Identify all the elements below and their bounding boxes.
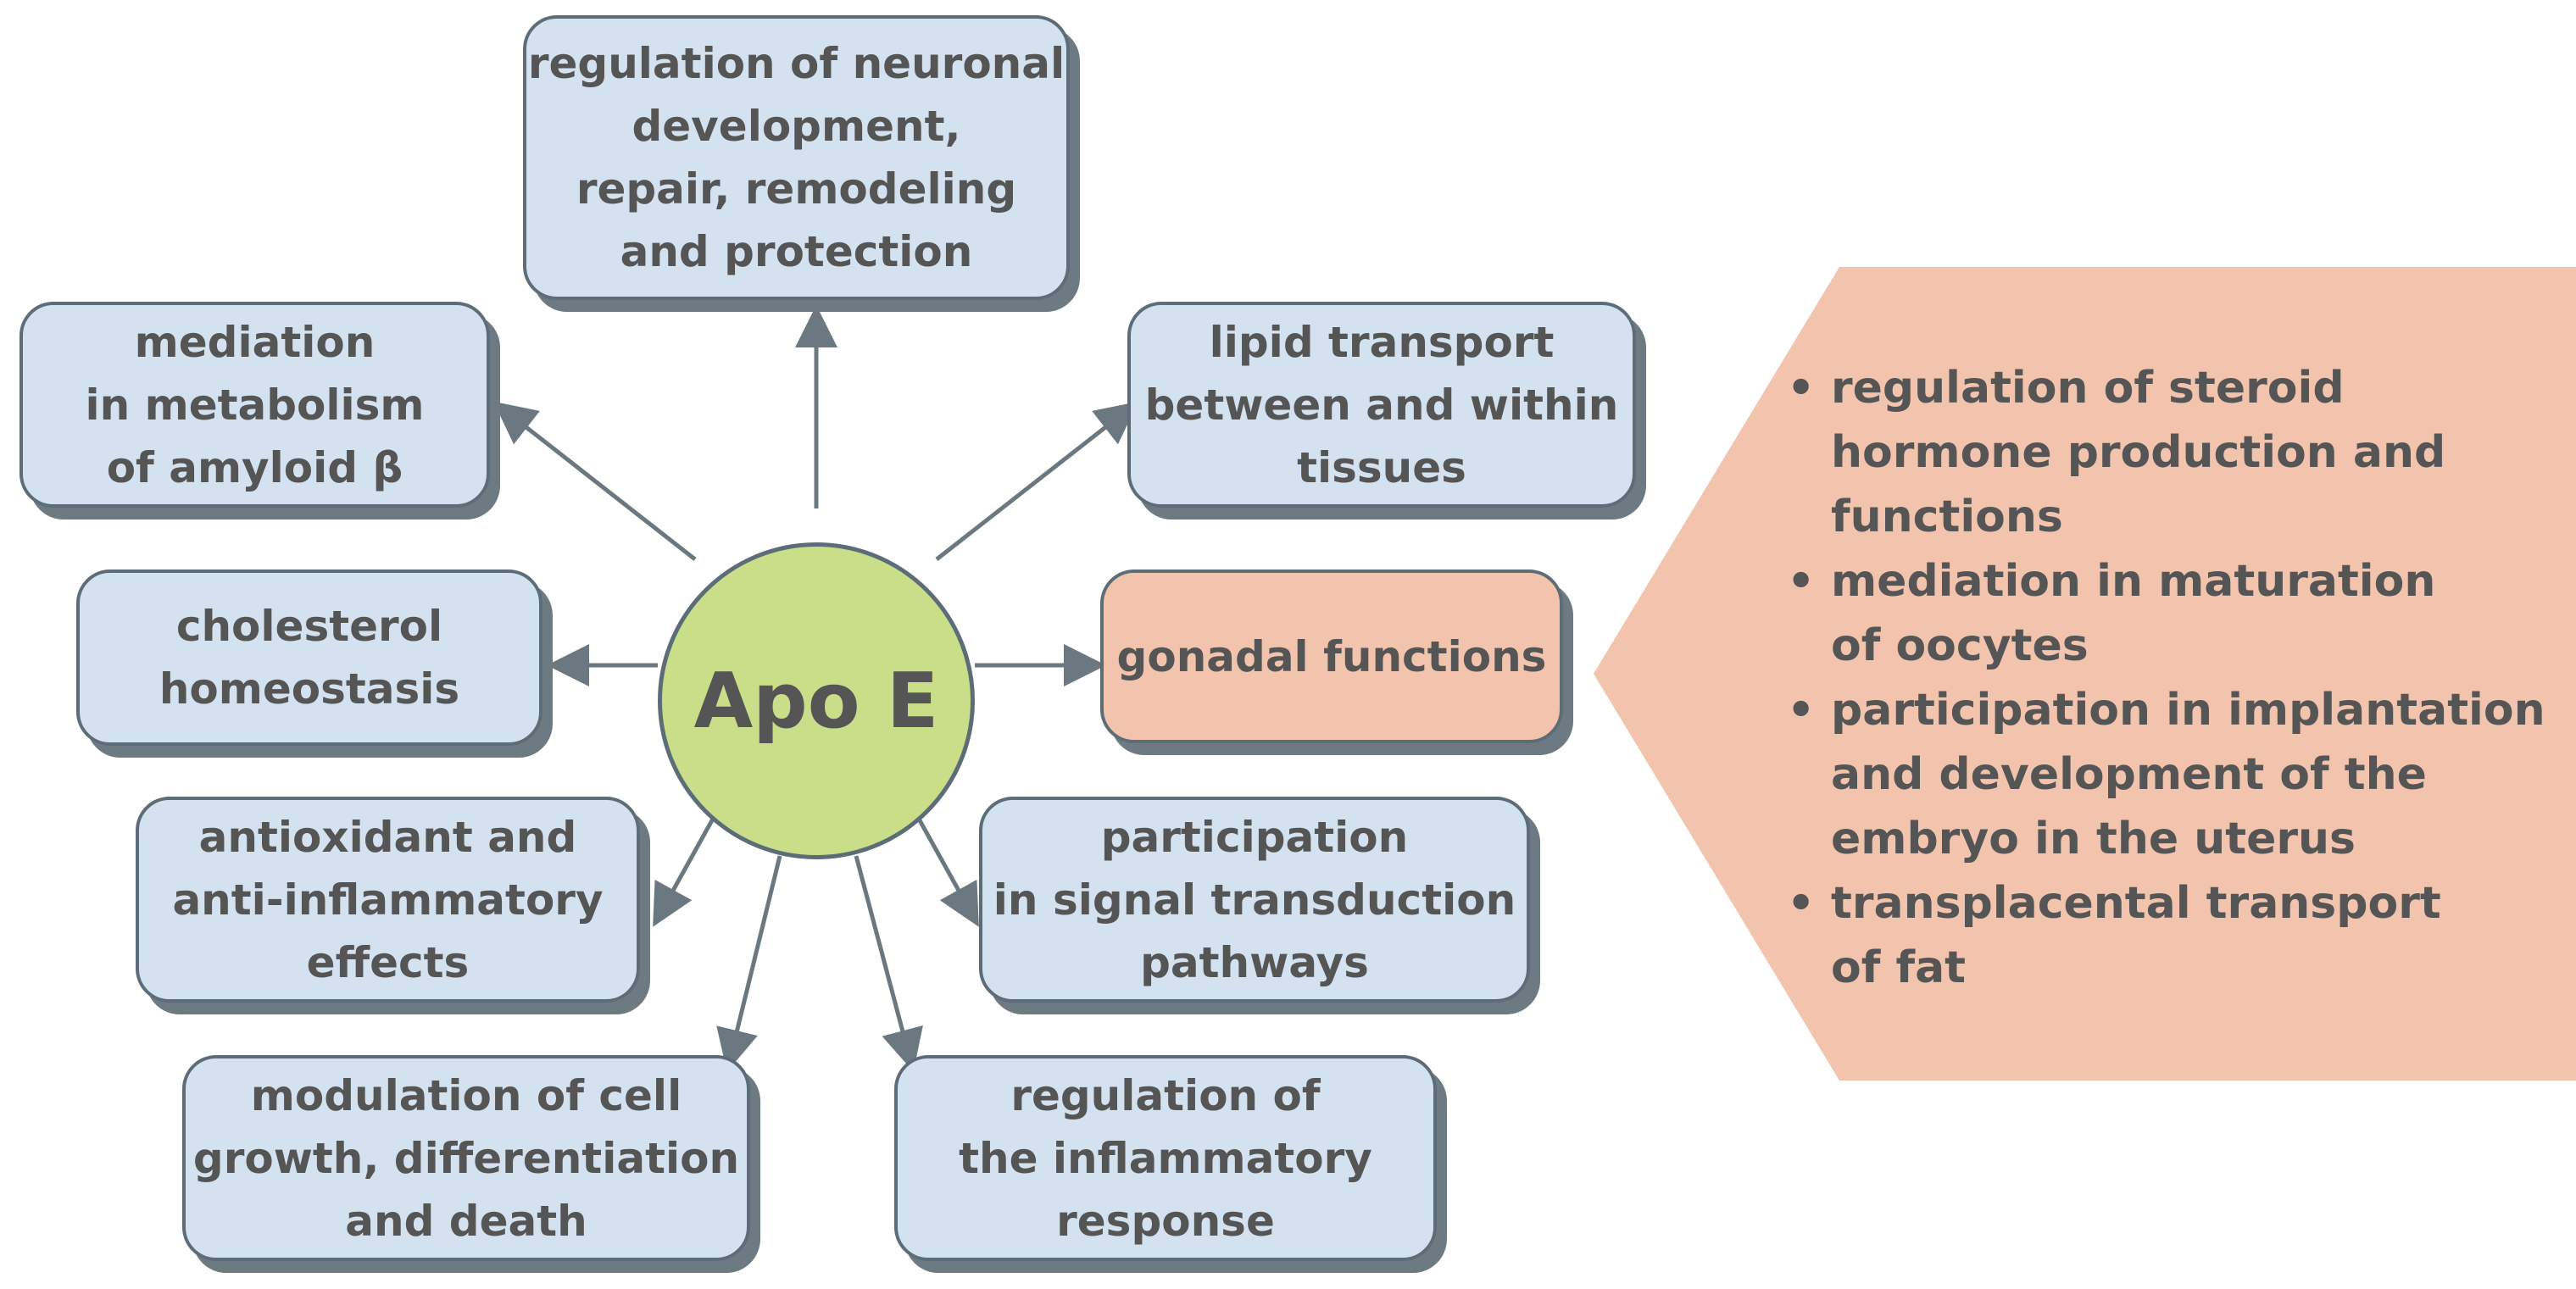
- arrow-amyloid: [493, 401, 697, 561]
- node-signal-label: participation in signal transduction pat…: [993, 812, 1516, 987]
- gonadal-detail-text: transplacental transport of fat: [1831, 878, 2441, 993]
- bullet-icon: •: [1787, 878, 1816, 929]
- node-antioxidant-effects: antioxidant and anti-inflammatory effect…: [136, 797, 640, 1003]
- node-gonadal-functions: gonadal functions: [1100, 569, 1563, 743]
- node-neuronal-development: regulation of neuronal development, repa…: [523, 15, 1070, 300]
- node-antioxidant-label: antioxidant and anti-inflammatory effect…: [172, 812, 604, 987]
- gonadal-detail-item: • transplacental transport of fat: [1787, 871, 2545, 1000]
- arrow-inflammatory: [854, 855, 923, 1072]
- arrow-antioxidant: [653, 803, 723, 927]
- node-inflammatory-response: regulation of the inflammatory response: [894, 1055, 1437, 1261]
- node-amyloid-metabolism: mediation in metabolism of amyloid β: [19, 302, 490, 508]
- arrow-cell-growth: [716, 855, 782, 1072]
- bullet-icon: •: [1787, 556, 1816, 607]
- gonadal-detail-text: regulation of steroid hormone production…: [1831, 363, 2446, 542]
- node-neuronal-label: regulation of neuronal development, repa…: [527, 39, 1065, 276]
- node-amyloid-label: mediation in metabolism of amyloid β: [85, 317, 425, 492]
- gonadal-detail-item: • regulation of steroid hormone producti…: [1787, 356, 2545, 549]
- gonadal-details-list: • regulation of steroid hormone producti…: [1787, 356, 2545, 1000]
- hub-label: Apo E: [693, 656, 939, 746]
- gonadal-detail-text: mediation in maturation of oocytes: [1831, 556, 2436, 671]
- node-lipid-transport: lipid transport between and within tissu…: [1127, 302, 1636, 508]
- gonadal-detail-item: • participation in implantation and deve…: [1787, 678, 2545, 871]
- node-lipid-label: lipid transport between and within tissu…: [1144, 317, 1619, 492]
- node-cholesterol-homeostasis: cholesterol homeostasis: [76, 569, 542, 746]
- node-cell-growth-label: modulation of cell growth, differentiati…: [192, 1070, 740, 1246]
- apoe-hub: Apo E: [658, 542, 975, 859]
- node-gonadal-label: gonadal functions: [1116, 631, 1547, 681]
- arrow-lipid: [935, 401, 1138, 561]
- bullet-icon: •: [1787, 685, 1816, 736]
- node-inflammatory-label: regulation of the inflammatory response: [959, 1070, 1372, 1246]
- node-cholesterol-label: cholesterol homeostasis: [159, 602, 460, 714]
- node-signal-transduction: participation in signal transduction pat…: [979, 797, 1530, 1003]
- gonadal-detail-text: participation in implantation and develo…: [1831, 685, 2545, 864]
- bullet-icon: •: [1787, 363, 1816, 414]
- gonadal-detail-item: • mediation in maturation of oocytes: [1787, 549, 2545, 678]
- node-cell-growth: modulation of cell growth, differentiati…: [182, 1055, 750, 1261]
- gonadal-callout-shape: [1594, 267, 2576, 1081]
- arrow-signal: [909, 803, 979, 927]
